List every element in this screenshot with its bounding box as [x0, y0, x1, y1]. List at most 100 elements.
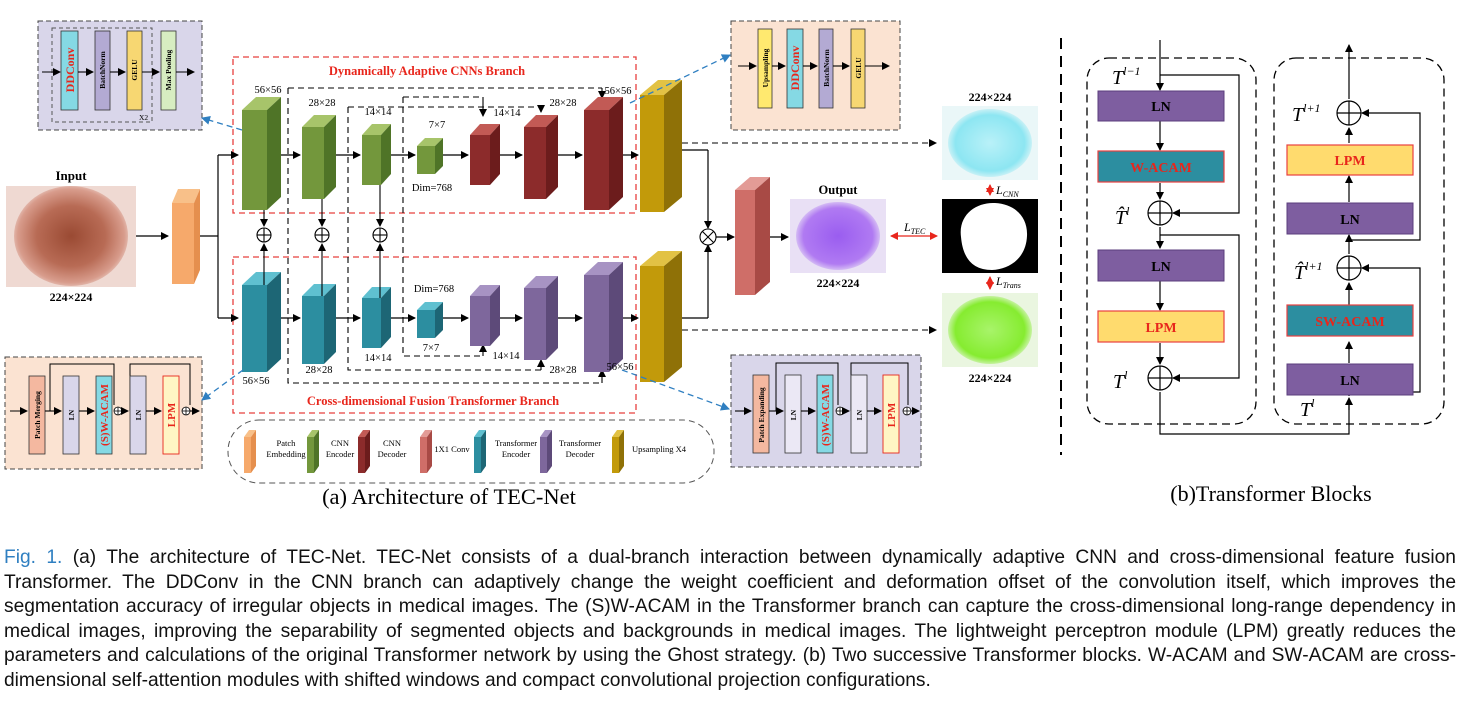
cnn-res-7: 7×7	[429, 120, 445, 131]
left-block-frame	[1086, 57, 1257, 425]
sym-t-hat-next: T̂l+1	[1294, 259, 1323, 284]
svg-text:Decoder: Decoder	[566, 449, 595, 459]
svg-text:BatchNorm: BatchNorm	[98, 51, 107, 89]
svg-text:LN: LN	[134, 409, 143, 420]
right-block-ln2: LN	[1286, 202, 1414, 235]
cnn-dim: Dim=768	[412, 183, 452, 194]
skip-paths	[287, 87, 602, 384]
left-block-add1	[1147, 200, 1173, 226]
trans-dim: Dim=768	[414, 284, 454, 295]
right-block-add-mid	[1336, 255, 1362, 281]
fusion-nodes	[256, 227, 388, 243]
output-title: Output	[819, 183, 859, 197]
left-block-ln1: LN	[1097, 90, 1225, 122]
trans-res-7: 7×7	[423, 343, 439, 354]
trans-pred-image	[948, 296, 1032, 364]
svg-text:Decoder: Decoder	[378, 449, 407, 459]
left-block-ln2: LN	[1097, 249, 1225, 282]
svg-text:LN: LN	[855, 409, 864, 420]
svg-text:Upsampling X4: Upsampling X4	[632, 444, 687, 454]
right-block-attn: SW-ACAM	[1286, 304, 1414, 337]
legend-conv1x1: 1X1 Conv	[420, 430, 470, 473]
patch-merging-pointer	[201, 369, 244, 401]
transformer-branch-title: Cross-dimensional Fusion Transformer Bra…	[307, 394, 559, 408]
trans-dec-res-28: 28×28	[550, 365, 577, 376]
sym-t-l: Tl	[1113, 368, 1128, 393]
cnn-res-14: 14×14	[365, 107, 393, 118]
trans-res-28: 28×28	[306, 365, 333, 376]
trans-encoder-block-1	[242, 272, 281, 372]
output-image	[796, 202, 880, 270]
svg-text:Encoder: Encoder	[502, 449, 530, 459]
figure-diagram: Dynamically Adaptive CNNs Branch Cross-d…	[4, 20, 1445, 509]
left-block-attn: W-ACAM	[1097, 150, 1225, 183]
legend-cnn-encoder: CNN Encoder	[307, 430, 354, 473]
cnn-pred-image	[948, 109, 1032, 177]
caption-prefix: Fig. 1.	[4, 547, 63, 568]
cnn-branch-frame	[232, 56, 637, 214]
svg-text:(S)W-ACAM: (S)W-ACAM	[820, 383, 832, 446]
cnn-dec-res-28: 28×28	[550, 98, 577, 109]
svg-text:Patch Expanding: Patch Expanding	[757, 387, 766, 442]
svg-text:GELU: GELU	[130, 59, 139, 81]
trans-decoder-block-3	[584, 262, 623, 372]
cnn-res-28: 28×28	[309, 98, 336, 109]
trans-encoder-block-4	[417, 302, 443, 338]
cnn-decoder-block-2	[524, 115, 558, 199]
transformer-branch-frame	[232, 256, 637, 414]
cnn-branch-title: Dynamically Adaptive CNNs Branch	[329, 64, 525, 78]
conv1x1-block	[735, 177, 770, 295]
trans-dec-res-14: 14×14	[493, 351, 521, 362]
legend-upsampling: Upsampling X4	[612, 430, 687, 473]
svg-text:DDConv: DDConv	[788, 46, 802, 91]
legend-transformer-decoder: Transformer Decoder	[540, 430, 601, 473]
svg-text:Max Pooling: Max Pooling	[164, 49, 173, 90]
right-block-add-top	[1336, 100, 1362, 126]
right-block-ln1: LN	[1286, 363, 1414, 396]
multiply-node	[699, 228, 717, 246]
right-block-frame	[1273, 57, 1445, 425]
svg-text:LN: LN	[1151, 260, 1170, 275]
figure-caption: Fig. 1. (a) The architecture of TEC-Net.…	[4, 546, 1456, 694]
svg-text:GELU: GELU	[854, 57, 863, 79]
cnn-encoder-block-1	[242, 97, 281, 210]
legend-items: Patch Embedding CNN Encoder CNN Decoder …	[244, 430, 687, 473]
sym-t-next: Tl+1	[1292, 101, 1321, 126]
decoder-pointer	[629, 54, 731, 104]
trans-decoder-block-1	[470, 285, 500, 346]
loss-arrows	[890, 184, 994, 290]
svg-text:LPM: LPM	[166, 402, 178, 427]
svg-text:LN: LN	[789, 409, 798, 420]
loss-cnn-label: LCNN	[995, 183, 1019, 199]
cnn-dec-res-56: 56×56	[605, 86, 632, 97]
trans-res-56: 56×56	[243, 376, 270, 387]
caption-text: (a) The architecture of TEC-Net. TEC-Net…	[4, 547, 1456, 691]
decoder-detail-box: Upsampling DDConv BatchNorm GELU	[730, 20, 901, 131]
ground-truth-mask	[960, 202, 1028, 270]
left-block-lines	[1156, 40, 1350, 435]
svg-text:LPM: LPM	[886, 402, 898, 427]
encoder-detail-box: DDConv BatchNorm GELU Max Pooling X2	[37, 20, 203, 131]
merge-lines	[682, 149, 735, 319]
legend-box	[227, 419, 715, 484]
trans-encoder-block-3	[362, 287, 391, 348]
transformer-blocks-subtitle: (b)Transformer Blocks	[1170, 481, 1371, 506]
sym-t-prev: Tl−1	[1112, 64, 1141, 89]
patch-expanding-detail-box: Patch Expanding LN (S)W-ACAM LN LPM	[730, 354, 922, 468]
trans-pred-size: 224×224	[969, 371, 1012, 385]
svg-text:1X1 Conv: 1X1 Conv	[434, 444, 470, 454]
input-title: Input	[55, 168, 87, 183]
svg-text:Transformer: Transformer	[559, 438, 601, 448]
svg-text:Transformer: Transformer	[495, 438, 537, 448]
trans-res-14: 14×14	[365, 353, 393, 364]
cnn-decoder-block-1	[470, 124, 500, 185]
svg-text:DDConv: DDConv	[63, 48, 77, 93]
svg-text:X2: X2	[139, 113, 148, 122]
output-size: 224×224	[817, 276, 860, 290]
patch-expanding-pointer	[621, 369, 730, 411]
sym-t-hat-l: T̂l	[1115, 204, 1130, 229]
patch-embedding-block	[172, 189, 200, 284]
svg-text:Patch Merging: Patch Merging	[33, 391, 42, 439]
svg-text:CNN: CNN	[383, 438, 401, 448]
svg-text:LPM: LPM	[1334, 154, 1365, 169]
